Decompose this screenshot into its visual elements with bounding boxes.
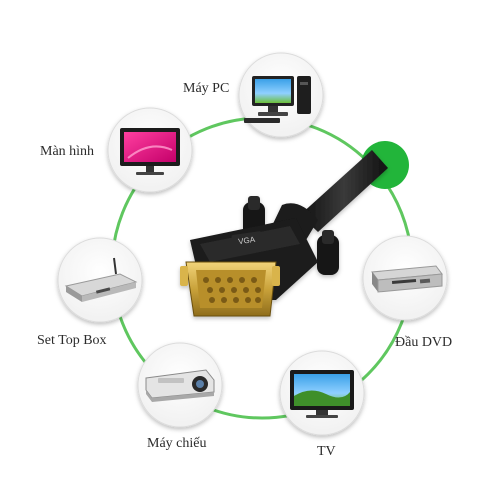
label-dvd: Đầu DVD [395, 335, 453, 350]
node-screen [107, 107, 193, 193]
desktop-pc-icon [244, 76, 311, 123]
vga-plate-label: VGA [238, 235, 257, 246]
vga-cable-icon [180, 150, 388, 317]
node-projector [137, 342, 223, 428]
label-screen: Màn hình [40, 144, 95, 159]
node-set-top-box [57, 237, 143, 323]
label-projector: Máy chiếu [147, 436, 207, 451]
set-top-box-icon [64, 257, 138, 302]
node-pc [238, 52, 324, 138]
label-set-top-box: Set Top Box [37, 333, 107, 348]
dvd-player-icon [371, 265, 443, 293]
node-dvd [362, 235, 448, 321]
tv-icon [290, 370, 354, 418]
label-pc: Máy PC [183, 81, 230, 96]
projector-icon [145, 369, 215, 402]
node-tv [279, 350, 365, 436]
monitor-icon [120, 128, 180, 175]
label-tv: TV [317, 444, 336, 459]
